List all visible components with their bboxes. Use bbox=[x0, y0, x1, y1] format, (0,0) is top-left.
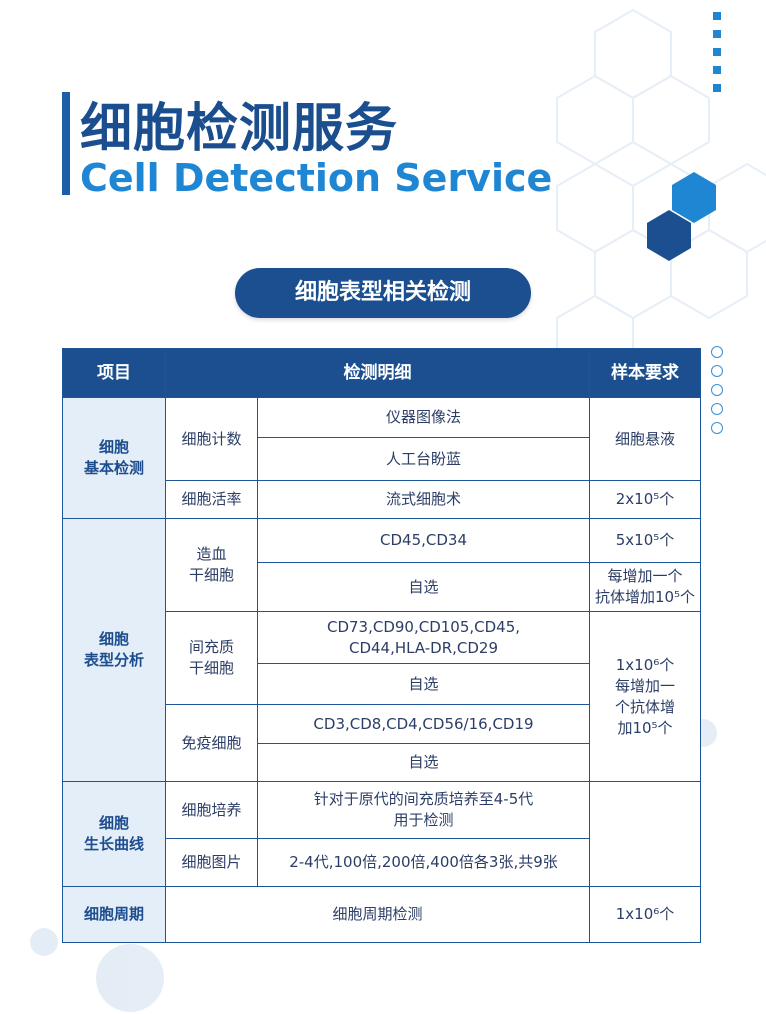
table-row: 细胞 表型分析 造血 干细胞 CD45,CD34 5x10⁵个 bbox=[62, 518, 701, 782]
detection-table: 项目 检测明细 样本要求 细胞 基本检测 细胞计数 仪器图像法 细胞悬液 人工台… bbox=[62, 348, 701, 943]
detail-culture: 针对于原代的间充质培养至4-5代 用于检测 bbox=[257, 781, 590, 839]
header-item: 项目 bbox=[62, 348, 166, 398]
detail-instrument-image: 仪器图像法 bbox=[257, 397, 590, 438]
sub-cell-culture: 细胞培养 bbox=[165, 781, 258, 839]
header-sample: 样本要求 bbox=[589, 348, 701, 398]
table-row: 细胞周期 细胞周期检测 1x10⁶个 bbox=[62, 886, 701, 943]
category-phenotype: 细胞 表型分析 bbox=[62, 518, 166, 782]
sub-cell-viability: 细胞活率 bbox=[165, 480, 258, 519]
table-row: 细胞 基本检测 细胞计数 仪器图像法 细胞悬液 bbox=[62, 397, 701, 519]
table-row: 自选 每增加一个 抗体增加10⁵个 bbox=[63, 562, 701, 612]
sub-immune-cells: 免疫细胞 bbox=[165, 704, 258, 782]
table-header-row: 项目 检测明细 样本要求 bbox=[62, 348, 701, 398]
table-row: 自选 bbox=[63, 743, 701, 782]
detail-msc-custom: 自选 bbox=[257, 663, 590, 705]
category-basic: 细胞 基本检测 bbox=[62, 397, 166, 519]
decorative-dots bbox=[711, 346, 723, 441]
sub-mesenchymal-stem: 间充质 干细胞 bbox=[165, 611, 258, 705]
table-row: 细胞活率 流式细胞术 2x10⁵个 bbox=[63, 480, 701, 519]
decorative-bars bbox=[713, 12, 721, 102]
page-title: 细胞检测服务 bbox=[80, 99, 399, 159]
sample-cycle: 1x10⁶个 bbox=[589, 886, 701, 943]
sample-growth bbox=[589, 781, 701, 887]
detail-hsc-markers: CD45,CD34 bbox=[257, 518, 590, 563]
sample-viability: 2x10⁵个 bbox=[589, 480, 701, 519]
sample-shared: 1x10⁶个 每增加一 个抗体增 加10⁵个 bbox=[589, 611, 701, 782]
detail-image: 2-4代,100倍,200倍,400倍各3张,共9张 bbox=[257, 838, 590, 887]
sub-cell-image: 细胞图片 bbox=[165, 838, 258, 887]
sample-hsc-extra: 每增加一个 抗体增加10⁵个 bbox=[589, 562, 701, 612]
header-detail: 检测明细 bbox=[165, 348, 590, 398]
table-row: 细胞 生长曲线 细胞培养 针对于原代的间充质培养至4-5代 用于检测 bbox=[62, 781, 701, 887]
detail-cycle: 细胞周期检测 bbox=[165, 886, 590, 943]
detail-immune-markers: CD3,CD8,CD4,CD56/16,CD19 bbox=[257, 704, 590, 744]
page-subtitle: Cell Detection Service bbox=[80, 156, 553, 200]
sub-hematopoietic-stem: 造血 干细胞 bbox=[165, 518, 258, 612]
detail-flow-cytometry: 流式细胞术 bbox=[257, 480, 590, 519]
title-accent-bar bbox=[62, 92, 70, 195]
detail-msc-markers: CD73,CD90,CD105,CD45, CD44,HLA-DR,CD29 bbox=[257, 611, 590, 664]
category-growth: 细胞 生长曲线 bbox=[62, 781, 166, 887]
detail-trypan-blue: 人工台盼蓝 bbox=[257, 437, 590, 481]
detail-immune-custom: 自选 bbox=[257, 743, 590, 782]
sub-cell-count: 细胞计数 bbox=[165, 397, 258, 481]
table-row: 自选 bbox=[63, 663, 701, 705]
section-title: 细胞表型相关检测 bbox=[235, 268, 531, 318]
table-row: 间充质 干细胞 CD73,CD90,CD105,CD45, CD44,HLA-D… bbox=[63, 611, 701, 782]
sample-cell-suspension: 细胞悬液 bbox=[589, 397, 701, 481]
table-row: 细胞图片 2-4代,100倍,200倍,400倍各3张,共9张 bbox=[63, 838, 701, 887]
table-row: 人工台盼蓝 bbox=[63, 437, 701, 481]
detail-hsc-custom: 自选 bbox=[257, 562, 590, 612]
category-cycle: 细胞周期 bbox=[62, 886, 166, 943]
sample-hsc: 5x10⁵个 bbox=[589, 518, 701, 563]
